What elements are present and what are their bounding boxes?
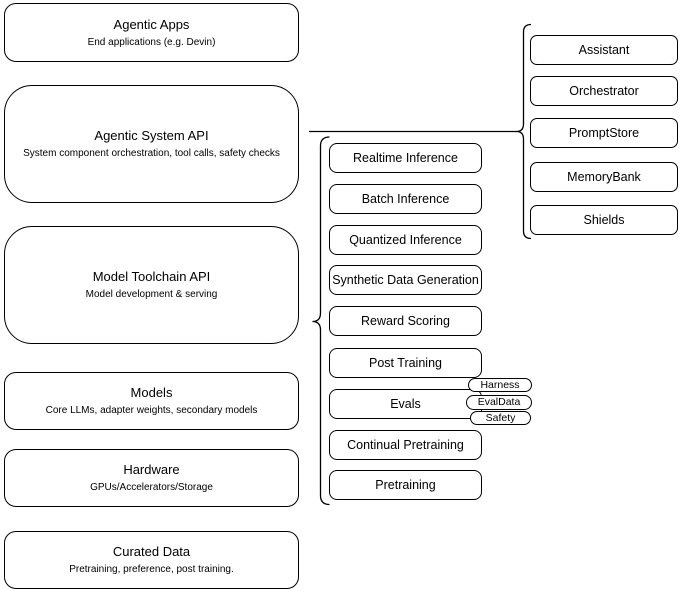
node-assistant: Assistant <box>530 35 678 65</box>
node-agentic-apps: Agentic Apps End applications (e.g. Devi… <box>4 3 299 62</box>
tag-safety: Safety <box>470 411 531 425</box>
node-post-training: Post Training <box>329 348 482 378</box>
node-title: Hardware <box>123 462 180 477</box>
node-batch-inference: Batch Inference <box>329 184 482 214</box>
system-components-brace <box>516 23 532 240</box>
tag-evaldata: EvalData <box>466 395 532 410</box>
node-label: PromptStore <box>568 126 640 140</box>
node-label: Batch Inference <box>361 192 450 206</box>
node-subtitle: System component orchestration, tool cal… <box>23 148 280 159</box>
node-hardware: Hardware GPUs/Accelerators/Storage <box>4 449 299 507</box>
node-subtitle: Model development & serving <box>85 289 218 300</box>
node-model-toolchain-api: Model Toolchain API Model development & … <box>4 226 299 344</box>
node-pretraining: Pretraining <box>329 470 482 500</box>
node-subtitle: Pretraining, preference, post training. <box>69 564 234 575</box>
node-title: Agentic System API <box>94 128 209 143</box>
node-reward-scoring: Reward Scoring <box>329 306 482 336</box>
node-shields: Shields <box>530 205 678 235</box>
node-subtitle: End applications (e.g. Devin) <box>87 36 216 48</box>
node-title: Models <box>130 385 173 400</box>
node-label: Synthetic Data Generation <box>332 273 479 287</box>
node-label: Assistant <box>578 43 630 57</box>
node-label: Orchestrator <box>569 84 639 98</box>
node-label: MemoryBank <box>567 170 641 184</box>
node-synthetic-data-generation: Synthetic Data Generation <box>329 265 482 295</box>
node-curated-data: Curated Data Pretraining, preference, po… <box>4 531 299 589</box>
node-memorybank: MemoryBank <box>530 162 678 192</box>
node-promptstore: PromptStore <box>530 118 678 148</box>
tag-harness: Harness <box>468 378 532 392</box>
node-label: Post Training <box>369 356 442 370</box>
node-title: Agentic Apps <box>113 16 190 32</box>
node-models: Models Core LLMs, adapter weights, secon… <box>4 372 299 430</box>
node-agentic-system-api: Agentic System API System component orch… <box>4 85 299 203</box>
node-realtime-inference: Realtime Inference <box>329 143 482 173</box>
tag-label: Harness <box>480 378 520 391</box>
node-quantized-inference: Quantized Inference <box>329 225 482 255</box>
node-subtitle: GPUs/Accelerators/Storage <box>90 482 213 493</box>
node-label: Evals <box>390 397 421 411</box>
node-label: Quantized Inference <box>349 233 462 247</box>
node-label: Shields <box>583 213 625 227</box>
node-title: Model Toolchain API <box>92 269 211 284</box>
node-orchestrator: Orchestrator <box>530 76 678 106</box>
node-continual-pretraining: Continual Pretraining <box>329 430 482 460</box>
node-label: Reward Scoring <box>361 314 450 328</box>
tag-label: Safety <box>485 411 516 424</box>
node-evals: Evals <box>329 389 482 419</box>
toolchain-services-brace <box>312 136 330 506</box>
tag-label: EvalData <box>477 396 521 408</box>
node-title: Curated Data <box>112 544 191 559</box>
node-label: Realtime Inference <box>353 151 458 165</box>
node-subtitle: Core LLMs, adapter weights, secondary mo… <box>45 405 258 416</box>
node-label: Continual Pretraining <box>347 438 464 452</box>
node-label: Pretraining <box>375 478 436 492</box>
